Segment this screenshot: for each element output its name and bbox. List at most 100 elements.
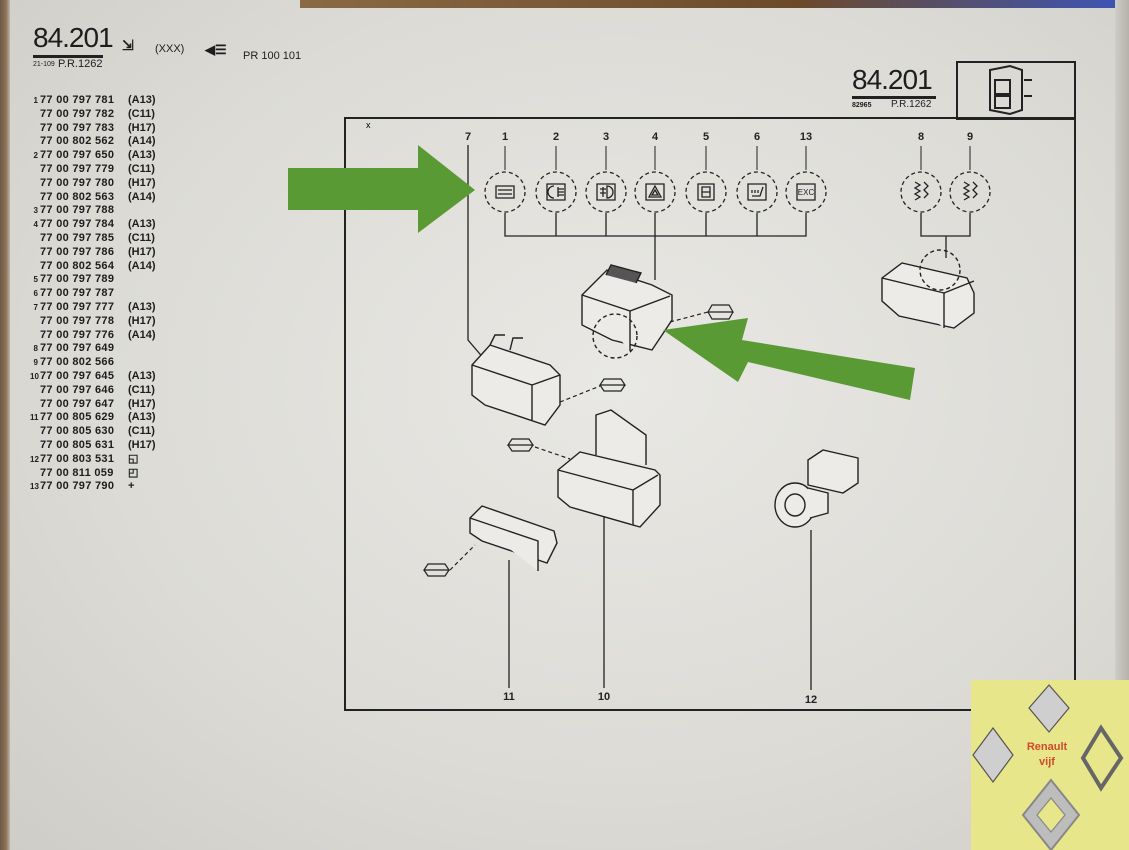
renault-logos <box>972 684 1124 850</box>
part-number: 77 00 797 783 <box>40 121 115 134</box>
part-number: 77 00 802 562 <box>40 135 115 148</box>
part-variant: (H17) <box>128 314 156 327</box>
part-number: 77 00 797 786 <box>40 245 115 258</box>
renault-vijf-watermark <box>971 680 1129 850</box>
arrow-down-right-icon: ⇲ <box>122 37 134 53</box>
part-number: 77 00 805 629 <box>40 411 115 424</box>
part-index: 4 <box>33 220 38 230</box>
parts-list-row: 77 00 797 782 (C11) <box>30 108 168 122</box>
part-index: 5 <box>33 275 38 285</box>
part-index: 1 <box>33 96 38 105</box>
parts-list-row: 77 00 797 779 (C11) <box>30 163 168 177</box>
switch-part-4 <box>581 264 673 359</box>
part-variant: (A13) <box>128 300 156 313</box>
left-page-number: 84.201 <box>33 22 114 53</box>
part-number: 77 00 797 790 <box>40 480 115 493</box>
watermark-line2: vijf <box>1039 756 1055 768</box>
parts-list-row: 77 00 797 647 (H17) <box>30 398 168 412</box>
part-variant: (C11) <box>128 383 155 396</box>
header-rule <box>852 96 936 99</box>
callout-11: 11 <box>503 691 515 703</box>
part-variant: (C11) <box>128 425 155 438</box>
part-number: 77 00 802 563 <box>40 190 115 203</box>
callout-7: 7 <box>465 131 471 143</box>
part-number: 77 00 797 782 <box>40 107 115 120</box>
part-index: 10 <box>30 371 39 381</box>
part-index: 7 <box>33 302 38 312</box>
part-variant: (A13) <box>128 411 156 424</box>
callout-13: 13 <box>800 131 812 143</box>
part-number: 77 00 797 650 <box>40 149 115 162</box>
part-variant: (A13) <box>128 218 156 231</box>
part-index: 8 <box>33 344 38 354</box>
part-variant: (H17) <box>128 397 156 410</box>
part-variant: (A14) <box>128 190 156 203</box>
frame-label: x <box>366 120 371 130</box>
part-number: 77 00 797 776 <box>40 328 115 341</box>
window-switch-icon <box>949 171 991 213</box>
window-switch-part-8-9 <box>881 249 975 329</box>
hazard-warning-icon <box>634 171 676 213</box>
parts-list-row: 77 00 802 562 (A14) <box>30 135 168 149</box>
rear-fog-light-icon <box>535 171 577 213</box>
part-number: 77 00 797 777 <box>40 300 115 313</box>
watermark-line1: Renault <box>1026 741 1068 753</box>
parts-list-row: 77 00 802 564(A14) <box>30 260 168 274</box>
part-number: 77 00 797 645 <box>40 369 115 382</box>
callout-6: 6 <box>754 131 760 143</box>
page-edge <box>1115 0 1129 850</box>
part-number: 77 00 797 647 <box>40 397 115 410</box>
parts-list-row: 77 00 802 563 (A14) <box>30 191 168 205</box>
parts-list-row: 77 00 805 630(C11) <box>30 425 168 439</box>
callout-3: 3 <box>603 131 609 143</box>
right-pr-ref: P.R.1262 <box>891 99 932 110</box>
part-index: 12 <box>30 454 39 464</box>
green-arrow-upleft <box>663 318 915 400</box>
right-sub-code: 82965 <box>852 102 872 109</box>
parts-list-row: 77 00 797 776 (A14) <box>30 329 168 343</box>
callout-1: 1 <box>502 131 508 143</box>
callout-9: 9 <box>967 131 973 143</box>
exc-label: EXC <box>798 188 815 197</box>
part-number: 77 00 797 787 <box>40 287 115 300</box>
parts-list-row: 77 00 797 778(H17) <box>30 315 168 329</box>
part-variant: (C11) <box>128 162 155 175</box>
green-arrow-right <box>288 145 475 233</box>
callout-10: 10 <box>598 691 610 703</box>
right-page-number: 84.201 <box>852 64 933 95</box>
part-index: 9 <box>33 358 38 368</box>
part-number: 77 00 802 566 <box>40 356 115 369</box>
model-ref: PR 100 101 <box>243 50 302 62</box>
parts-list-row: 77 00 797 785(C11) <box>30 232 168 246</box>
part-number: 77 00 797 780 <box>40 176 115 189</box>
part-variant: (A14) <box>128 328 156 341</box>
part-variant: (A13) <box>128 94 156 106</box>
part-variant: ◱ <box>128 452 139 465</box>
part-number: 77 00 797 779 <box>40 162 115 175</box>
parts-list-row: 77 00 797 786(H17) <box>30 246 168 260</box>
part-index: 13 <box>30 482 39 492</box>
diagram-frame <box>344 117 1076 711</box>
part-index: 3 <box>33 206 38 216</box>
part-variant: (C11) <box>128 107 155 120</box>
rocker-switch-icon <box>956 61 1076 120</box>
part-variant: (H17) <box>128 176 156 189</box>
part-number: 77 00 797 646 <box>40 383 115 396</box>
part-variant: (A14) <box>128 135 156 148</box>
parts-list-row: 77 00 797 780 (H17) <box>30 177 168 191</box>
part-variant: ◰ <box>128 466 139 479</box>
parts-list-row: 77 00 797 646 (C11) <box>30 384 168 398</box>
callout-5: 5 <box>703 131 709 143</box>
heated-seat-icon <box>736 171 778 213</box>
switch-part-10 <box>557 409 661 528</box>
callout-12: 12 <box>805 694 817 706</box>
part-number: 77 00 797 781 <box>40 94 115 106</box>
